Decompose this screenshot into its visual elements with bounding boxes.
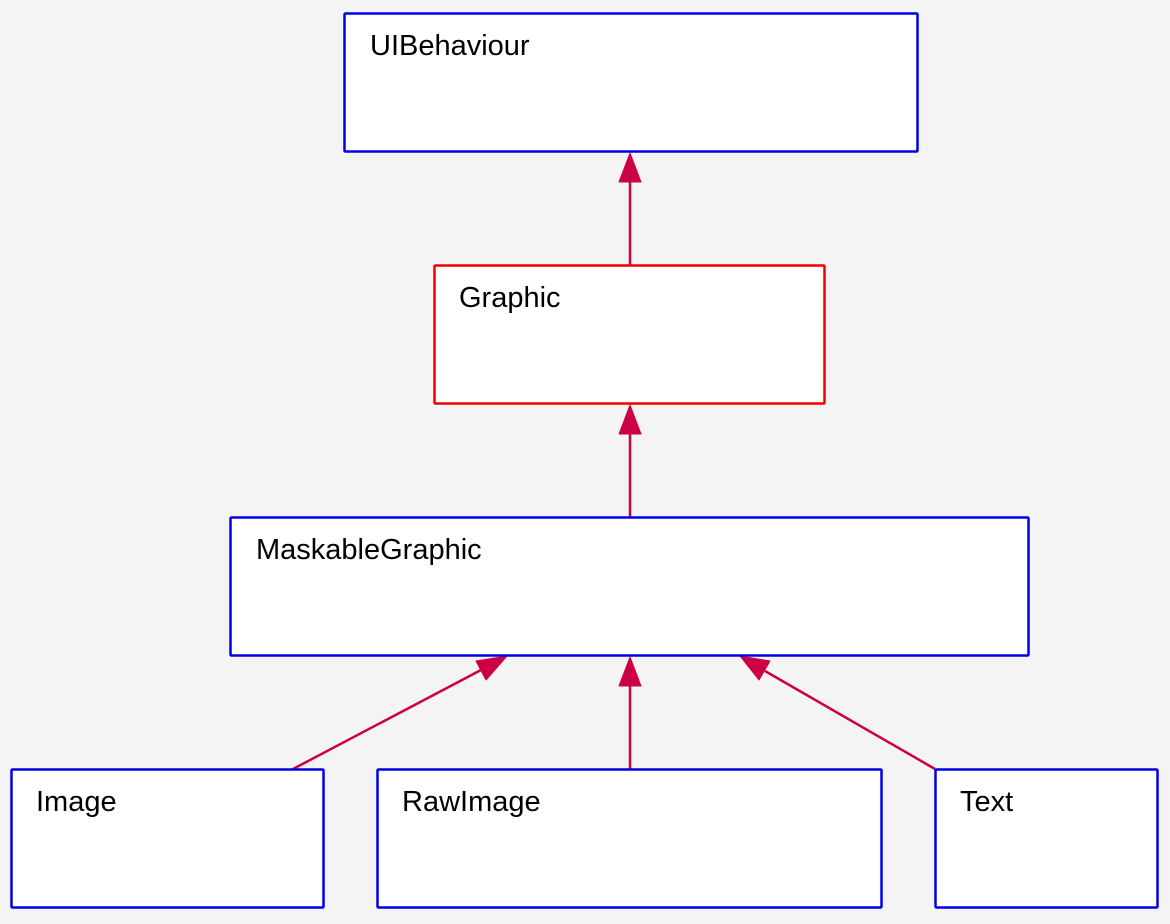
node-maskablegraphic[interactable]: MaskableGraphic xyxy=(229,516,1030,657)
edges xyxy=(292,152,936,771)
node-rawimage[interactable]: RawImage xyxy=(376,768,883,909)
edge-text-to-maskablegraphic[interactable] xyxy=(739,655,936,771)
node-uibehaviour-box xyxy=(343,12,919,153)
edge-maskablegraphic-to-graphic[interactable] xyxy=(618,404,642,517)
node-maskablegraphic-label: MaskableGraphic xyxy=(256,534,482,566)
node-image-label: Image xyxy=(36,786,117,818)
edge-image-to-maskablegraphic[interactable] xyxy=(292,655,508,771)
node-rawimage-box xyxy=(376,768,883,909)
node-image-box xyxy=(10,768,325,909)
node-text-box xyxy=(934,768,1159,909)
node-uibehaviour-label: UIBehaviour xyxy=(370,30,530,62)
node-uibehaviour[interactable]: UIBehaviour xyxy=(343,12,919,153)
node-text-label: Text xyxy=(960,786,1013,818)
edge-rawimage-to-maskablegraphic[interactable] xyxy=(618,656,642,769)
node-graphic-box xyxy=(433,264,826,405)
node-graphic[interactable]: Graphic xyxy=(433,264,826,405)
node-rawimage-label: RawImage xyxy=(402,786,541,818)
node-graphic-label: Graphic xyxy=(459,282,561,314)
node-text[interactable]: Text xyxy=(934,768,1159,909)
edge-graphic-to-uibehaviour[interactable] xyxy=(618,152,642,265)
node-maskablegraphic-box xyxy=(229,516,1030,657)
node-image[interactable]: Image xyxy=(10,768,325,909)
